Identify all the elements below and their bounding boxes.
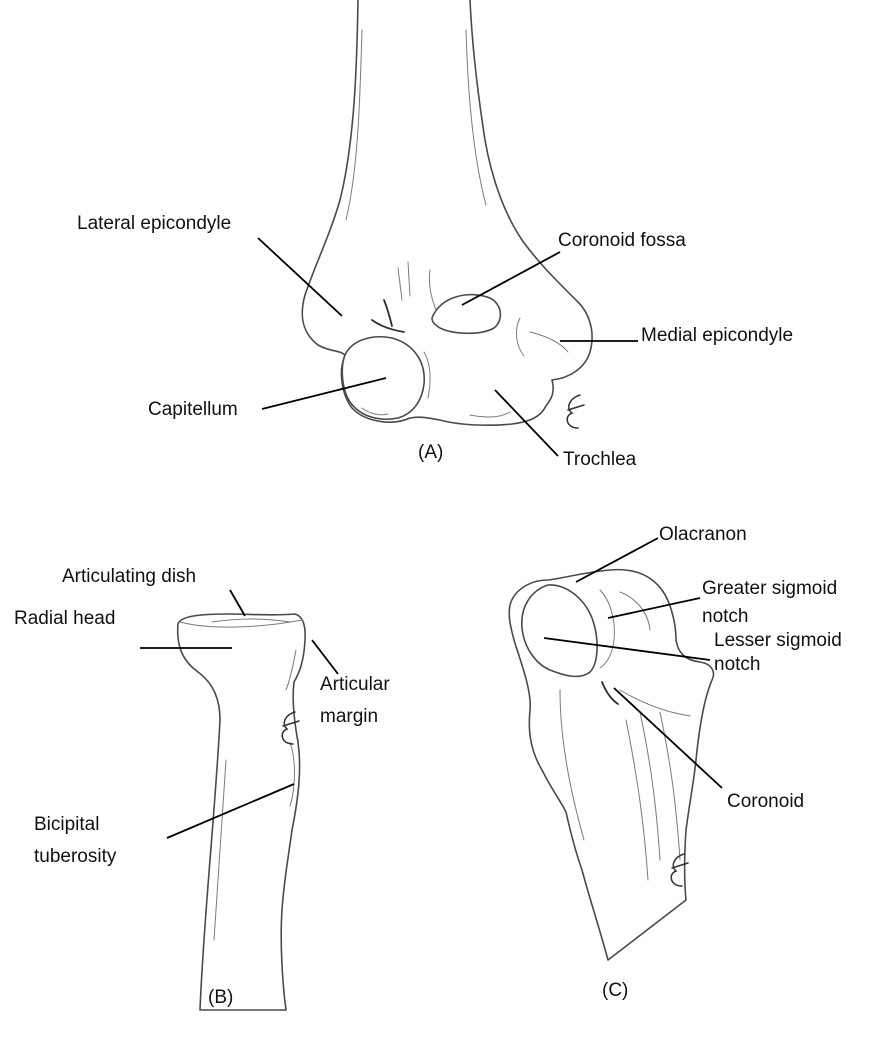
- label-lateral-epicondyle: Lateral epicondyle: [77, 213, 231, 234]
- label-medial-epicondyle: Medial epicondyle: [641, 325, 793, 346]
- label-greater-sigmoid-2: notch: [702, 606, 748, 627]
- label-bicipital-tuberosity-2: tuberosity: [34, 846, 117, 867]
- caption-c: (C): [602, 980, 628, 1001]
- label-lesser-sigmoid-2: notch: [714, 654, 760, 675]
- artist-signature-a: [567, 395, 584, 428]
- label-olacranon: Olacranon: [659, 524, 747, 545]
- radius-drawing: [178, 614, 305, 1010]
- radius-outline: [178, 614, 305, 1010]
- label-greater-sigmoid-1: Greater sigmoid: [702, 578, 837, 599]
- label-radial-head: Radial head: [14, 608, 115, 629]
- label-bicipital-tuberosity-1: Bicipital: [34, 814, 99, 835]
- ulna-drawing: [509, 570, 713, 960]
- leader-articular-margin: [312, 640, 338, 674]
- label-articular-margin-2: margin: [320, 706, 378, 727]
- caption-a: (A): [418, 442, 443, 463]
- humerus-drawing: [302, 0, 592, 428]
- label-coronoid-fossa: Coronoid fossa: [558, 230, 686, 251]
- leader-articulating-dish: [230, 590, 245, 616]
- label-articulating-dish: Articulating dish: [62, 566, 196, 587]
- caption-b: (B): [208, 987, 233, 1008]
- label-trochlea: Trochlea: [563, 449, 637, 470]
- label-lesser-sigmoid-1: Lesser sigmoid: [714, 630, 842, 651]
- label-articular-margin-1: Articular: [320, 674, 390, 695]
- label-coronoid: Coronoid: [727, 791, 804, 812]
- label-capitellum: Capitellum: [148, 399, 238, 420]
